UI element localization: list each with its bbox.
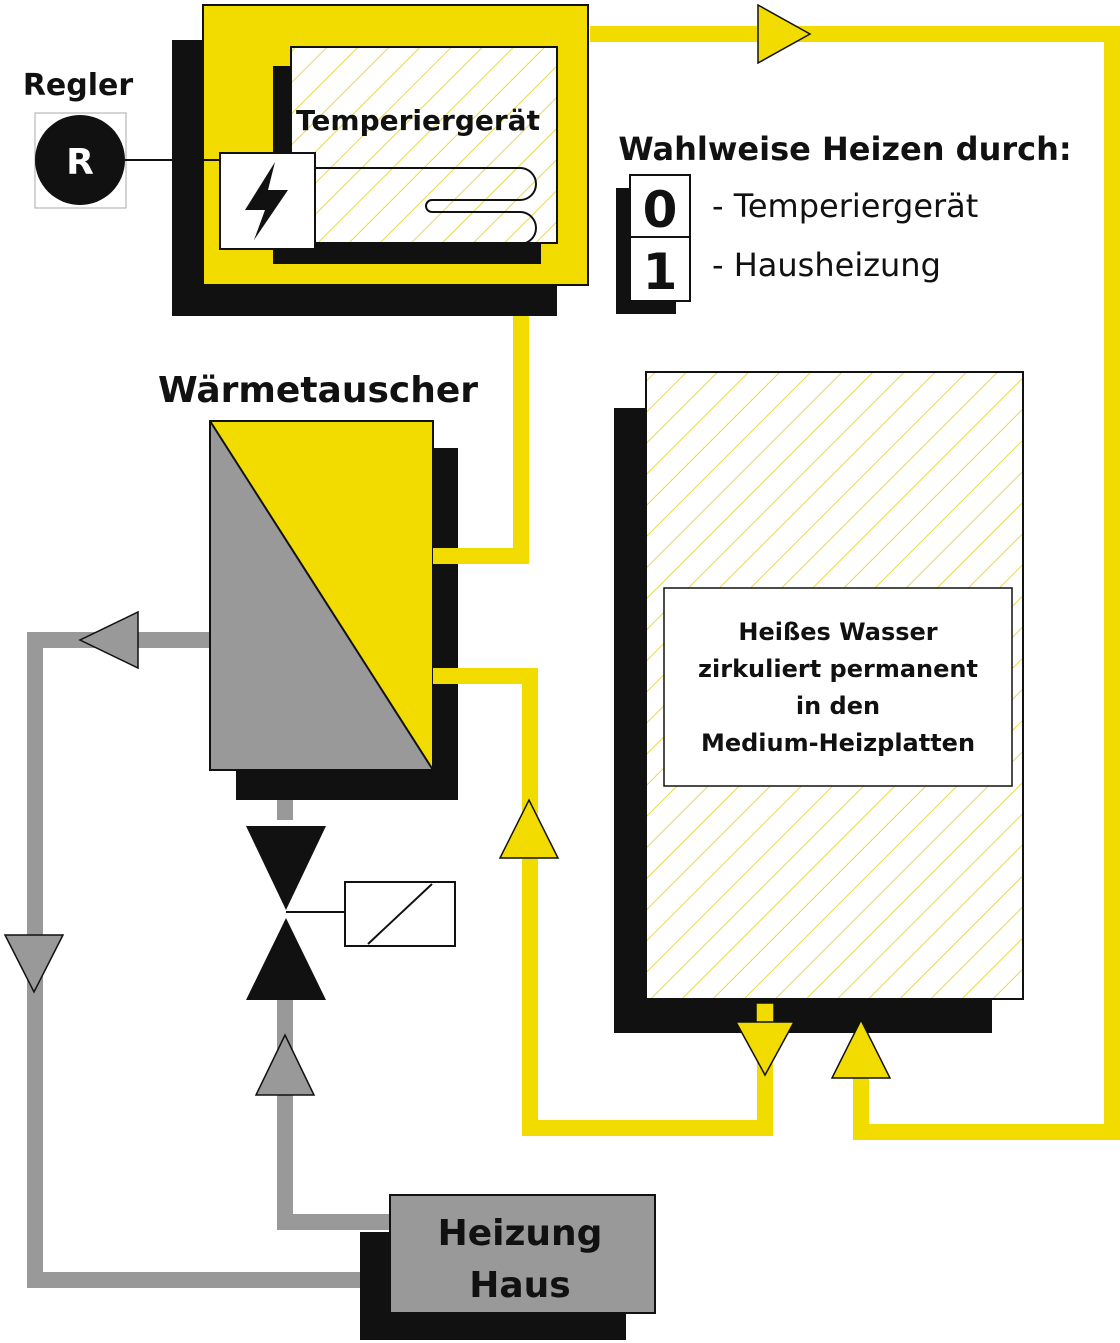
lightning-bolt-icon: [245, 162, 288, 240]
waermetauscher-frame: [209, 420, 434, 771]
regler-symbol: R: [66, 142, 94, 183]
arrow-yellow-up-return: [830, 1018, 892, 1079]
valve-upper-triangle: [246, 826, 326, 910]
temperiergeraet-unit: Temperiergerät: [172, 4, 589, 316]
legend: Wahlweise Heizen durch: 0 1 - Temperierg…: [616, 130, 1072, 314]
regler-label: Regler: [23, 68, 134, 103]
waermetauscher-unit: Wärmetauscher: [158, 370, 538, 800]
two-way-valve-icon: [246, 826, 456, 1000]
wasser-line-1: Heißes Wasser: [738, 618, 937, 646]
waermetauscher-label: Wärmetauscher: [158, 370, 478, 411]
gray-pipe-valve-to-heating: [277, 998, 395, 1230]
legend-title: Wahlweise Heizen durch:: [618, 130, 1071, 168]
heizung-haus-label-1: Heizung: [438, 1213, 603, 1254]
valve-lower-triangle: [246, 918, 326, 1000]
heizung-haus-box: [389, 1194, 656, 1314]
arrow-yellow-down-into-plate: [734, 1021, 796, 1077]
heating-coil: [315, 167, 537, 245]
wasser-line-4: Medium-Heizplatten: [701, 729, 975, 757]
flow-arrows: [3, 3, 892, 1096]
heizplatten-info-box: [663, 587, 1013, 787]
temperiergeraet-label: Temperiergerät: [296, 104, 540, 137]
legend-key-1: 1: [643, 243, 678, 301]
regler-circle: [35, 115, 125, 205]
medium-heizplatten: Heißes Wasser zirkuliert permanent in de…: [614, 371, 1024, 1033]
legend-key-0: 0: [643, 181, 678, 239]
arrow-gray-left: [78, 610, 139, 670]
wasser-line-3: in den: [796, 692, 880, 720]
pipe-stub-lower: [433, 668, 538, 684]
temperiergeraet-tank: [290, 46, 558, 244]
pipe-stub-upper: [433, 548, 529, 564]
arrow-gray-up: [254, 1033, 316, 1096]
legend-option-0: - Temperiergerät: [712, 187, 978, 225]
arrow-yellow-top-right: [757, 3, 812, 65]
heizung-haus-unit: Heizung Haus: [360, 1194, 656, 1340]
yellow-pipe-top-return: [590, 26, 1120, 1140]
legend-option-1: - Hausheizung: [712, 246, 941, 284]
heizung-haus-label-2: Haus: [469, 1265, 570, 1306]
arrow-gray-down: [3, 934, 65, 994]
regler-controller: Regler R: [23, 68, 220, 209]
arrow-yellow-up: [498, 798, 560, 859]
wasser-line-2: zirkuliert permanent: [698, 655, 978, 683]
